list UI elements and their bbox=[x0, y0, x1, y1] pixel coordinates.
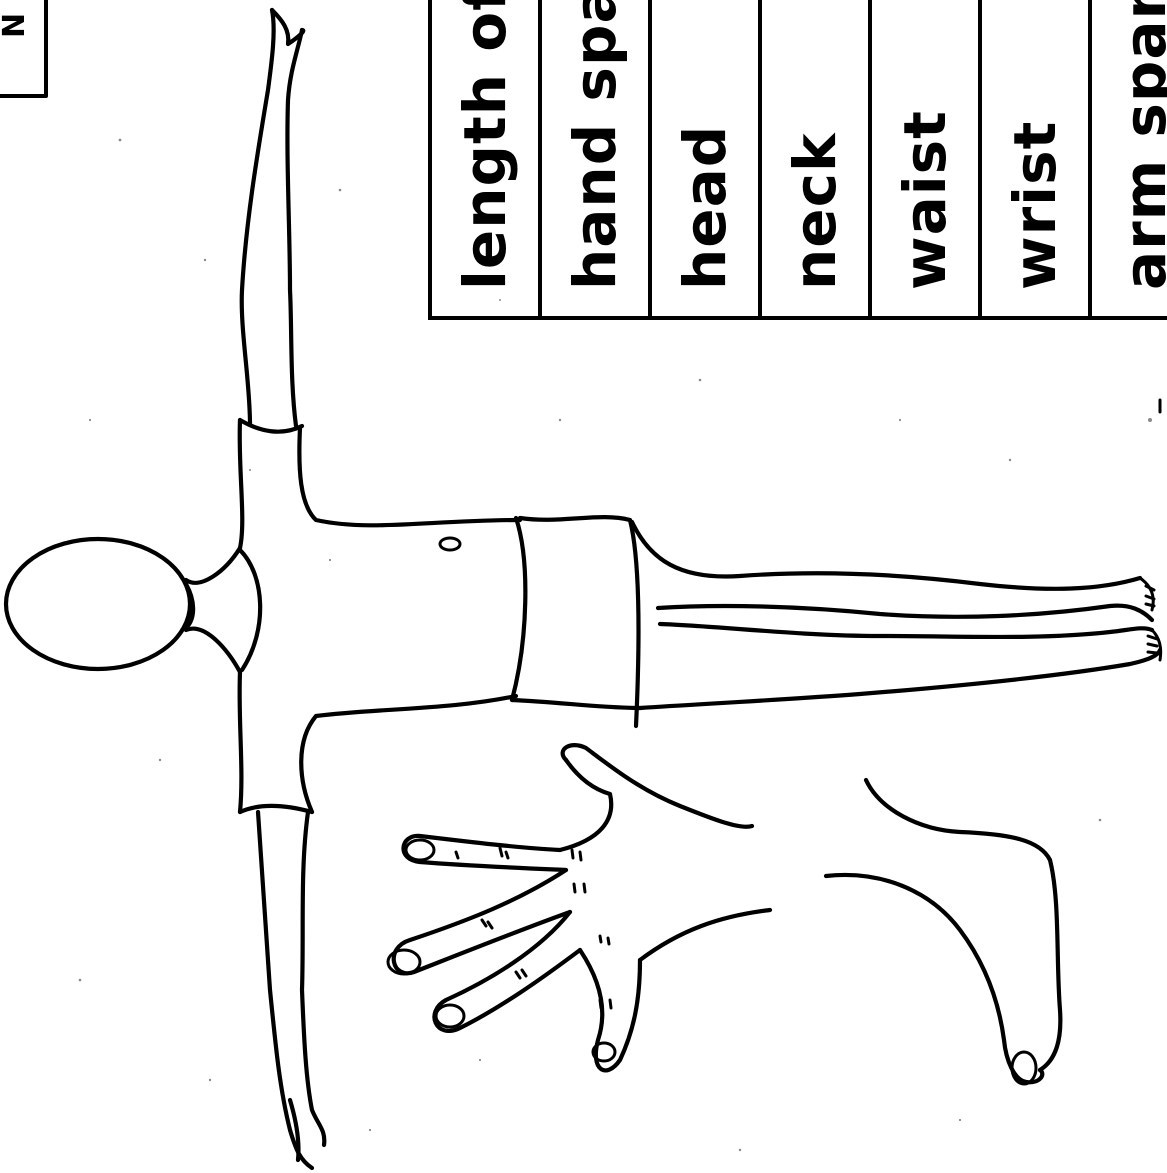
arm-top-inner bbox=[287, 30, 302, 426]
paper-speckles bbox=[79, 139, 1152, 1152]
shorts-top bbox=[520, 517, 630, 520]
foot-heel-sole bbox=[866, 780, 1060, 1070]
palm-wrist-edge bbox=[640, 910, 770, 960]
leg-top-outer bbox=[632, 522, 1140, 589]
nail-index bbox=[406, 840, 434, 860]
finger-ring bbox=[434, 912, 580, 1031]
toenail bbox=[1012, 1052, 1036, 1084]
hand-top bbox=[272, 10, 303, 44]
navel bbox=[440, 538, 460, 550]
sleeve-bottom-cuff bbox=[240, 806, 312, 812]
leg-bottom-outer bbox=[640, 650, 1160, 708]
arm-top-outer bbox=[242, 10, 274, 425]
shorts-hem-line bbox=[630, 520, 638, 726]
foot-top-edge bbox=[826, 875, 1042, 1082]
sleeve-bottom-left bbox=[240, 672, 242, 812]
sleeve-top-left bbox=[240, 420, 243, 548]
head-shape bbox=[6, 539, 190, 669]
hand-outline bbox=[388, 745, 770, 1070]
waistband-line bbox=[512, 518, 525, 700]
collar-lower bbox=[186, 629, 240, 672]
nail-ring bbox=[436, 1005, 464, 1027]
leg-top-inner bbox=[658, 606, 1152, 620]
body-outline bbox=[6, 10, 1161, 1168]
torso-top-edge bbox=[299, 428, 520, 525]
thumb-lower-edge bbox=[560, 760, 611, 850]
collar-upper bbox=[186, 548, 240, 583]
toe-marks-bottom bbox=[1148, 636, 1157, 653]
shorts-bottom bbox=[512, 700, 640, 708]
foot-outline bbox=[826, 780, 1060, 1084]
finger-little bbox=[580, 950, 640, 1070]
torso-bottom-edge bbox=[301, 696, 516, 812]
leg-bottom-inner bbox=[660, 624, 1152, 637]
arm-bottom-inner bbox=[302, 812, 324, 1145]
neck-right bbox=[240, 550, 260, 670]
